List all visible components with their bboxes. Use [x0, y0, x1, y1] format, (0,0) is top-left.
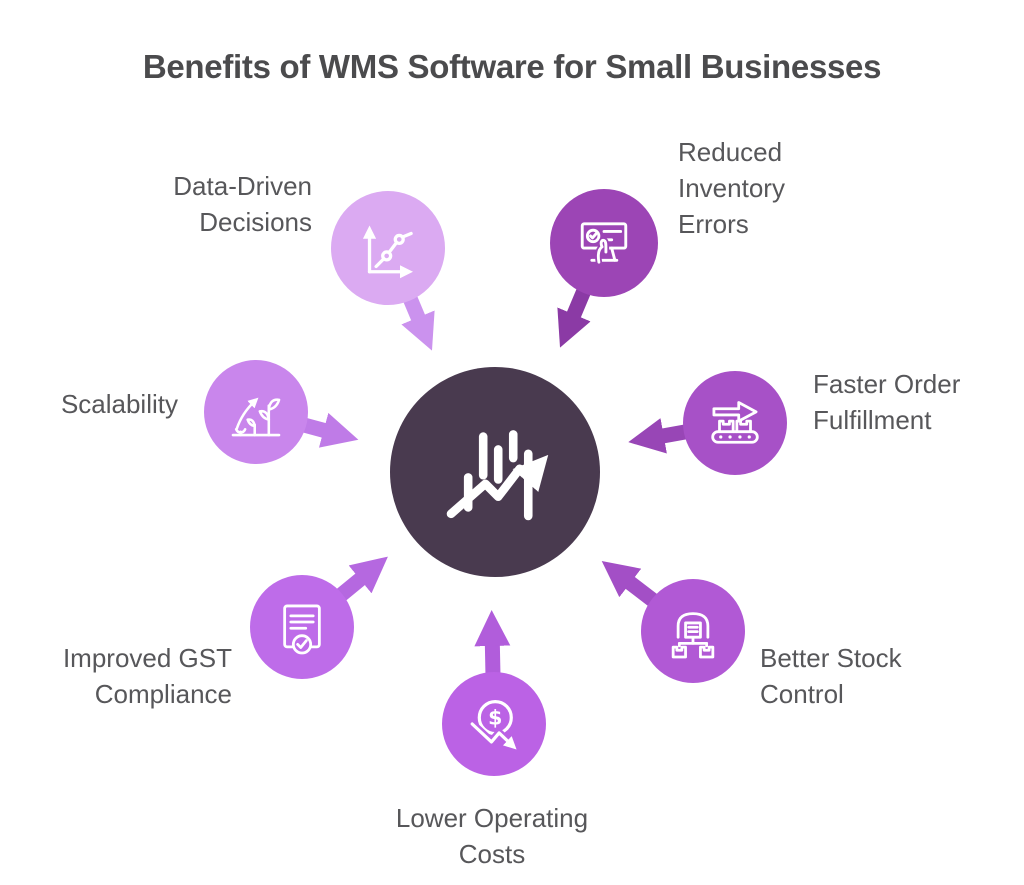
dollar-cost-decrease-icon: $ — [468, 700, 517, 750]
circle-improved-gst-compliance — [250, 575, 354, 679]
center-circle — [390, 367, 600, 577]
document-checkmark-icon — [283, 604, 321, 655]
plant-growth-arrow-icon — [231, 397, 281, 437]
label-reduced-inventory-errors: Reduced Inventory Errors — [678, 137, 785, 239]
circle-faster-order-fulfillment — [683, 371, 787, 475]
monitor-checklist-icon — [580, 222, 628, 266]
circle-lower-operating-costs: $ — [442, 672, 546, 776]
conveyor-belt-arrow-icon — [711, 401, 759, 444]
line-chart-icon — [362, 225, 414, 279]
label-faster-order-fulfillment: Faster Order Fulfillment — [813, 369, 961, 435]
label-better-stock-control: Better Stock Control — [760, 643, 902, 709]
label-lower-operating-costs: Lower Operating Costs — [395, 803, 589, 869]
page-title: Benefits of WMS Software for Small Busin… — [142, 48, 882, 85]
label-improved-gst-compliance: Improved GST Compliance — [62, 643, 232, 709]
circle-data-driven-decisions — [331, 191, 445, 305]
circle-better-stock-control — [641, 579, 745, 683]
svg-text:$: $ — [488, 706, 502, 730]
circle-scalability — [204, 360, 308, 464]
circle-reduced-inventory-errors — [550, 189, 658, 297]
warehouse-distribution-icon — [671, 612, 715, 659]
label-data-driven-decisions: Data-Driven Decisions — [173, 171, 312, 237]
bar-chart-growth-arrow-icon — [446, 430, 549, 521]
label-scalability: Scalability — [60, 389, 178, 419]
